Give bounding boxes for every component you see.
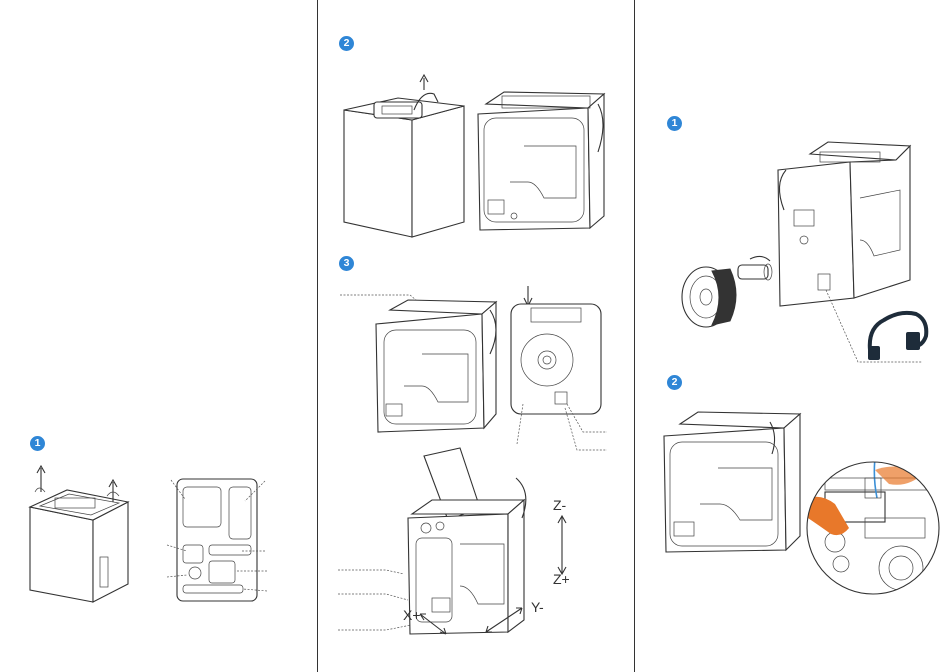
x-plus-label: X+ — [403, 607, 421, 623]
step-badge-inspect: 3 — [339, 256, 354, 271]
extruder-closeup-circle — [805, 458, 935, 598]
printer-perspective-view — [338, 288, 508, 438]
step-badge-unbox: 1 — [30, 436, 45, 451]
spool-and-holder — [678, 255, 788, 335]
foam-insert-illustration — [165, 475, 275, 605]
printer-load-filament-view — [660, 410, 810, 560]
printer-rear-with-spool-holder — [770, 140, 920, 310]
y-minus-label: Y- — [531, 599, 544, 615]
power-cable-icon — [866, 296, 936, 366]
step-badge-spool-holder: 1 — [667, 116, 682, 131]
z-minus-label: Z- — [553, 497, 566, 513]
printer-front-view — [472, 82, 607, 232]
step-badge-lift-printer: 2 — [339, 36, 354, 51]
step-badge-load-filament: 2 — [667, 375, 682, 390]
z-axis-arrow — [557, 515, 567, 575]
box-lift-printer-illustration — [342, 72, 472, 237]
z-plus-label: Z+ — [553, 571, 570, 587]
printer-back-view — [507, 284, 607, 454]
open-box-illustration — [25, 462, 135, 602]
printer-open-lid-axes — [336, 448, 536, 648]
